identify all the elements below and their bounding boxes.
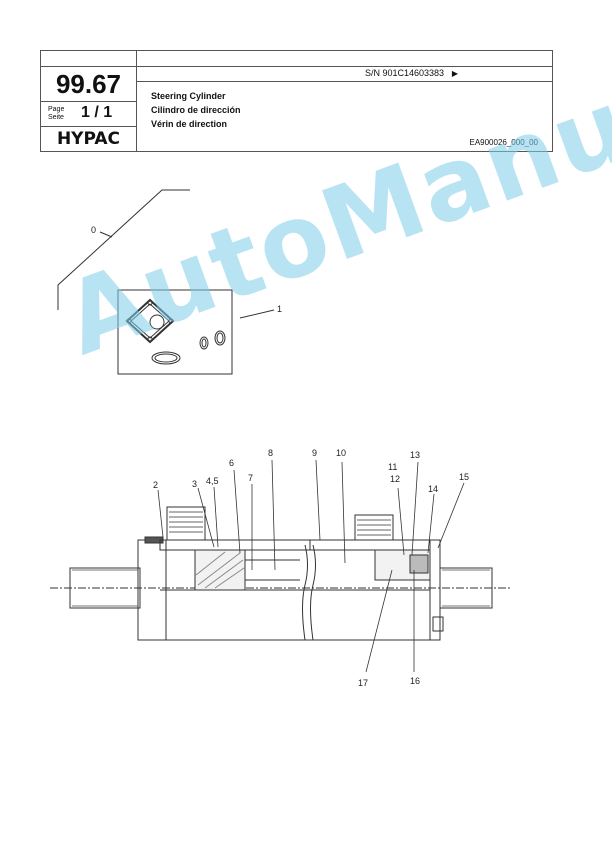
part-titles: Steering Cylinder Cilindro de dirección … (151, 89, 241, 131)
assembly-outline (57, 189, 190, 310)
brand-logo: HYPAC (56, 129, 121, 149)
callout-14: 14 (428, 484, 438, 494)
callout-12: 12 (390, 474, 400, 484)
title-english: Steering Cylinder (151, 91, 226, 101)
callout-13: 13 (410, 450, 420, 460)
callout-9: 9 (312, 448, 317, 458)
serial-number: S/N 901C14603383 (364, 68, 444, 78)
callout-2: 2 (153, 480, 158, 490)
callout-4-5: 4,5 (206, 476, 219, 486)
callout-11: 11 (388, 462, 397, 472)
page-value: 1 / 1 (81, 104, 113, 121)
cylinder-section (50, 506, 510, 641)
title-block-right: S/N 901C14603383 ▶ Steering Cylinder Cil… (137, 51, 552, 151)
exploded-parts-drawing: 0 1 (50, 189, 510, 688)
title-block: 99.67 Page Seite 1 / 1 HYPAC S/N 901C146… (40, 50, 553, 152)
page-indicator: Page Seite 1 / 1 (41, 102, 136, 127)
title-spanish: Cilindro de dirección (151, 105, 241, 115)
seal-kit-box (117, 289, 275, 375)
title-block-left: 99.67 Page Seite 1 / 1 HYPAC (41, 51, 137, 151)
document-reference: EA900026_000_00 (469, 138, 538, 147)
seite-label: Seite (48, 114, 64, 121)
callout-6: 6 (229, 458, 234, 468)
callout-17: 17 (358, 678, 368, 688)
callout-7: 7 (248, 473, 253, 483)
callout-10: 10 (336, 448, 346, 458)
callout-0: 0 (91, 225, 96, 235)
page-label: Page (48, 106, 65, 113)
catalog-number: 99.67 (41, 67, 136, 102)
callout-15: 15 (459, 472, 469, 482)
callout-1: 1 (277, 304, 282, 314)
next-arrow-icon[interactable]: ▶ (451, 69, 458, 78)
callout-16: 16 (410, 676, 420, 686)
callout-8: 8 (268, 448, 273, 458)
title-french: Vérin de direction (151, 119, 228, 129)
callout-leaders (157, 459, 465, 673)
callout-3: 3 (192, 479, 197, 489)
